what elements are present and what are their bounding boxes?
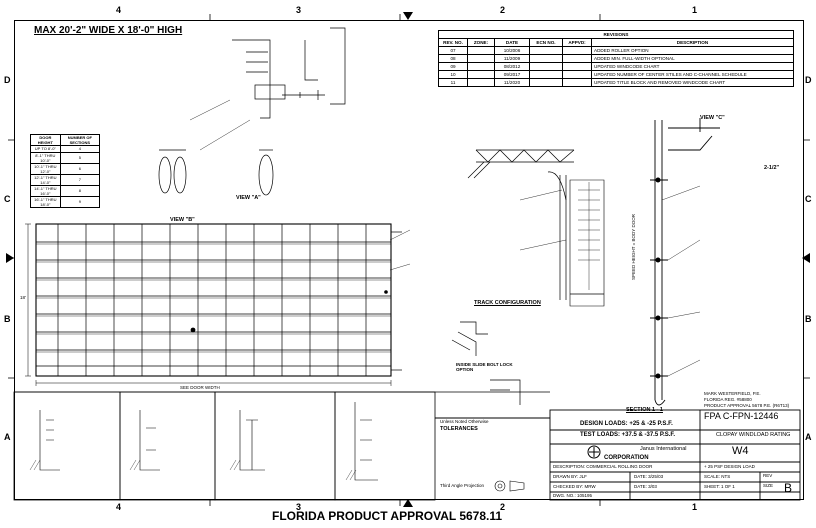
description-field: DESCRIPTION: COMMERCIAL ROLLING DOOR <box>553 464 653 469</box>
table-row: 08 11/2009 ADDED MIN. FULL-WIDTH OPTIONA… <box>438 54 794 63</box>
table-row: 07 10/2006 ADDED ROLLER OPTION <box>438 46 794 55</box>
revisions-title: REVISIONS <box>438 30 794 39</box>
table-row: 16'-1" THRU 18'-0"9 <box>30 195 101 208</box>
table-row: 11 11/2020 UPDATED TITLE BLOCK AND REMOV… <box>438 78 794 87</box>
size-label: SIZE <box>763 483 774 488</box>
test-loads: TEST LOADS: +37.5 & -37.5 P.S.F. <box>580 432 676 438</box>
zone-bottom-1: 1 <box>692 502 698 512</box>
drawn-by: DRAWN BY: JLF <box>553 474 587 479</box>
zone-left-A: A <box>4 432 11 442</box>
drawing-main-title: MAX 20'-2" WIDE X 18'-0" HIGH <box>34 25 183 36</box>
engineer-name: MARK WESTERFIELD, P.E. <box>704 391 761 396</box>
rev-header-appvd: APPVD: <box>562 38 592 47</box>
door-height-sections-table: DOOR HEIGHT NUMBER OF SECTIONS UP TO 8'-… <box>30 134 101 208</box>
zone-right-C: C <box>805 194 812 204</box>
dimension-height: 18' <box>20 295 26 300</box>
table-row: 10'-1" THRU 12'-0"6 <box>30 162 101 175</box>
product-approval-note: PRODUCT APPROVAL 5678 P.E. (R6T13) <box>704 403 790 408</box>
rev-header-no: REV. NO. <box>438 38 468 47</box>
table-row: 14'-1" THRU 16'-0"8 <box>30 184 101 197</box>
zone-top-2: 2 <box>500 5 506 15</box>
rev-header-zone: ZONE: <box>467 38 495 47</box>
drawing-border <box>14 20 804 500</box>
view-c-label: VIEW "C" <box>700 115 725 121</box>
table-row: 8'-1" THRU 10'-0"5 <box>30 151 101 164</box>
company-name-line2: Janus International <box>640 446 687 452</box>
zone-top-4: 4 <box>116 5 122 15</box>
zone-left-D: D <box>4 75 11 85</box>
zone-bottom-3: 3 <box>296 502 302 512</box>
zone-top-1: 1 <box>692 5 698 15</box>
inside-slide-bolt-label: INSIDE SLIDE BOLT LOCK OPTION <box>456 362 513 372</box>
rev-header-date: DATE <box>494 38 530 47</box>
sheet-field: SHEET: 1 OF 1 <box>704 484 735 489</box>
drawing-number: DWG. NO.: 105195 <box>553 493 593 498</box>
table-row: 10 09/2017 UPDATED NUMBER OF CENTER STIL… <box>438 70 794 79</box>
date-drawn: DATE: 3/25/03 <box>634 474 664 479</box>
rev-header-ecn: ECN NO. <box>529 38 563 47</box>
florida-registration: FLORIDA REG. #58800 <box>704 397 752 402</box>
table-row: 09 08/2012 UPDATED WINDCODE CHART <box>438 62 794 71</box>
scale-field: SCALE: NTS <box>704 474 731 479</box>
rev-label: REV <box>763 473 773 478</box>
date-checked: DATE: 3/03 <box>634 484 657 489</box>
florida-product-approval: FLORIDA PRODUCT APPROVAL 5678.11 <box>272 509 503 523</box>
zone-top-3: 3 <box>296 5 302 15</box>
section-1-1-label: SECTION 1 - 1 <box>626 407 663 413</box>
zone-left-B: B <box>4 314 11 324</box>
zone-right-D: D <box>805 75 812 85</box>
windload-rating-label: CLOPAY WINDLOAD RATING <box>716 432 791 438</box>
view-b-label: VIEW "B" <box>170 217 195 223</box>
zone-right-B: B <box>805 314 812 324</box>
third-angle-projection: Third Angle Projection <box>440 483 485 488</box>
zone-bottom-4: 4 <box>116 502 122 512</box>
unless-noted: Unless Noted Otherwise <box>440 419 489 424</box>
company-name: CORPORATION <box>604 455 649 461</box>
track-configuration-label: TRACK CONFIGURATION <box>474 300 541 306</box>
table-row: 12'-1" THRU 14'-0"7 <box>30 173 101 186</box>
dimension-2-half: 2-1/2" <box>764 165 780 171</box>
psf-note: + 25 PSF DESIGN LOAD <box>704 464 755 469</box>
rev-header-description: DESCRIPTION <box>591 38 794 47</box>
view-a-label: VIEW "A" <box>236 195 261 201</box>
zone-right-A: A <box>805 432 812 442</box>
bottom-width-label: SEE DOOR WIDTH <box>180 385 220 390</box>
design-loads: DESIGN LOADS: +25 & -25 P.S.F. <box>580 421 673 427</box>
tolerances-label: TOLERANCES <box>440 426 478 432</box>
zone-left-C: C <box>4 194 11 204</box>
windload-rating-value: W4 <box>732 445 749 457</box>
size-value: B <box>784 481 793 495</box>
hood-label: SPEED HEIGHT = BODY DOOR <box>631 214 636 280</box>
fpa-number: FPA C-FPN-12446 <box>704 411 779 421</box>
revisions-table: REVISIONS REV. NO. ZONE: DATE ECN NO. AP… <box>438 30 794 87</box>
zone-bottom-2: 2 <box>500 502 506 512</box>
checked-by: CHECKED BY: MRW <box>553 484 596 489</box>
